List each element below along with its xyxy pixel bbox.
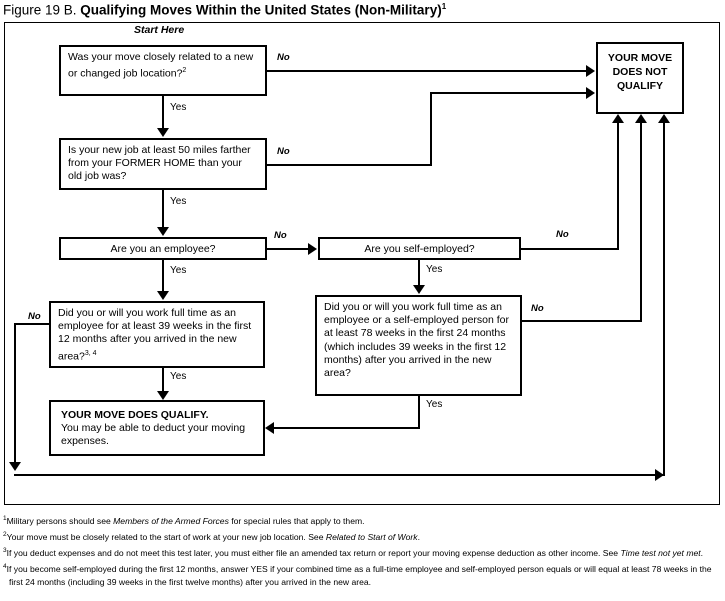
edge-q4-no-line-v [617, 122, 619, 250]
edge-label-q3-yes: Yes [170, 265, 187, 276]
edge-label-q1-yes: Yes [170, 102, 187, 113]
edge-q2-no-arrowhead [586, 87, 595, 99]
edge-label-q4-yes: Yes [426, 264, 443, 275]
edge-q3-yes-arrowhead [157, 291, 169, 300]
edge-q5-yes-line [162, 368, 164, 393]
edge-q1-yes-arrowhead [157, 128, 169, 137]
bottom-rail-arrowhead [655, 469, 664, 481]
decision-box-employee: Are you an employee? [59, 237, 267, 260]
edge-q3-yes-line [162, 260, 164, 292]
decision-box-self-employed: Are you self-employed? [318, 237, 521, 260]
edge-q6-no-line-h [522, 320, 642, 322]
footnote-marker-4: 4 [3, 563, 7, 571]
start-here-label: Start Here [134, 24, 185, 36]
decision-q3-text: Are you an employee? [110, 243, 216, 255]
page-title: Figure 19 B. Qualifying Moves Within the… [3, 2, 446, 18]
edge-q1-no-arrowhead [586, 65, 595, 77]
edge-q5-no-arrowhead [9, 462, 21, 471]
edge-q2-yes-arrowhead [157, 227, 169, 236]
does-not-qualify-text: YOUR MOVE DOES NOT QUALIFY [607, 52, 673, 92]
edge-q4-yes-arrowhead [413, 285, 425, 294]
q1-footnote-marker: 2 [182, 67, 187, 75]
edge-label-q2-no: No [277, 146, 290, 157]
footnote-1: 1Military persons should see Members of … [3, 515, 365, 526]
decision-box-job-location: Was your move closely related to a new o… [59, 45, 267, 96]
decision-box-distance-test: Is your new job at least 50 miles farthe… [59, 138, 267, 190]
edge-q2-no-line-v [430, 92, 432, 166]
footnote-2: 2Your move must be closely related to th… [3, 531, 420, 542]
edge-q4-yes-line [418, 260, 420, 287]
decision-box-78-week-test: Did you or will you work full time as an… [315, 295, 522, 396]
qualify-heading: YOUR MOVE DOES QUALIFY. [61, 409, 209, 421]
edge-q1-yes-line [162, 96, 164, 129]
figure-number: Figure 19 B. [3, 2, 81, 18]
decision-q4-text: Are you self-employed? [364, 243, 475, 255]
edge-q5-no-line-h [14, 323, 51, 325]
edge-q6-yes-arrowhead [265, 422, 274, 434]
edge-label-q6-no: No [531, 303, 544, 314]
footnote-3: 3If you deduct expenses and do not meet … [3, 547, 704, 558]
edge-label-q5-no: No [28, 311, 41, 322]
edge-q5-yes-arrowhead [157, 391, 169, 400]
edge-q5-no-line-v [14, 323, 16, 463]
edge-label-q3-no: No [274, 230, 287, 241]
terminal-box-qualifies: YOUR MOVE DOES QUALIFY.You may be able t… [49, 400, 265, 456]
decision-box-39-week-test: Did you or will you work full time as an… [49, 301, 265, 368]
edge-label-q5-yes: Yes [170, 371, 187, 382]
decision-q1-text: Was your move closely related to a new o… [68, 51, 254, 80]
edge-q6-yes-line-h [274, 427, 420, 429]
footnotes: 1Military persons should see Members of … [3, 512, 721, 589]
edge-label-q1-no: No [277, 52, 290, 63]
title-footnote-marker: 1 [441, 2, 447, 11]
decision-q6-text: Did you or will you work full time as an… [324, 301, 510, 380]
bottom-rail-riser-arrowhead [658, 114, 670, 123]
q5-footnote-marker: 3, 4 [84, 349, 97, 357]
edge-label-q4-no: No [556, 229, 569, 240]
footnote-marker-1: 1 [3, 515, 7, 522]
bottom-rail-riser [663, 122, 665, 475]
decision-q2-text: Is your new job at least 50 miles farthe… [68, 144, 251, 183]
footnote-marker-2: 2 [3, 531, 7, 539]
edge-q4-no-line-h [521, 248, 619, 250]
edge-q2-yes-line [162, 190, 164, 228]
edge-q1-no-line [267, 70, 588, 72]
terminal-box-does-not-qualify: YOUR MOVE DOES NOT QUALIFY [596, 42, 684, 114]
edge-q2-no-line-h2 [430, 92, 588, 94]
qualify-body: You may be able to deduct your moving ex… [61, 422, 246, 448]
decision-q5-text: Did you or will you work full time as an… [58, 307, 252, 363]
bottom-rail-line [14, 474, 665, 476]
footnote-4: 4If you become self-employed during the … [3, 563, 712, 588]
chart-frame [4, 22, 720, 505]
edge-q6-yes-line-v [418, 396, 420, 428]
edge-q2-no-line-h1 [267, 164, 432, 166]
edge-q3-no-line [267, 248, 310, 250]
edge-q6-no-line-v [640, 122, 642, 322]
edge-q4-no-arrowhead [612, 114, 624, 123]
footnote-marker-3: 3 [3, 547, 7, 555]
figure-title: Qualifying Moves Within the United State… [80, 2, 442, 18]
edge-q6-no-arrowhead [635, 114, 647, 123]
edge-q3-no-arrowhead [308, 243, 317, 255]
edge-label-q2-yes: Yes [170, 196, 187, 207]
edge-label-q6-yes: Yes [426, 399, 443, 410]
